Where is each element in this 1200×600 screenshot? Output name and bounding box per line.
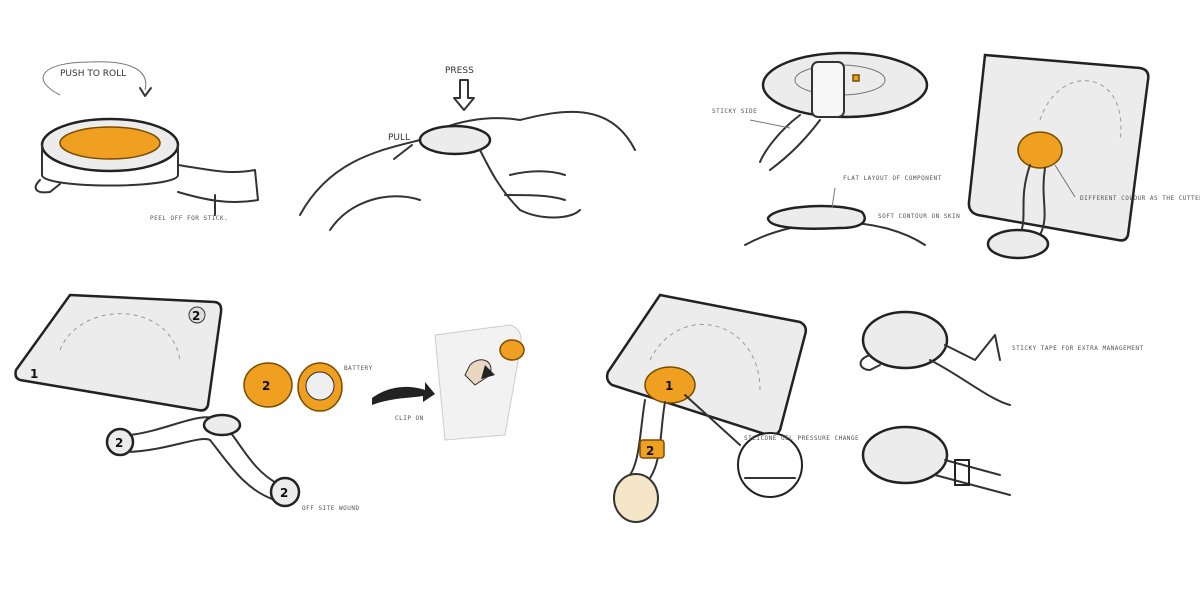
marker-two: 2 xyxy=(115,436,123,450)
peel-off-label: PEEL OFF FOR STICK. xyxy=(150,215,228,222)
pad-applied-sketch: 1 2 SILICONE GEL PRESSURE CHANGE xyxy=(605,293,859,523)
arrow-icon xyxy=(481,355,505,379)
clip-on-sketch xyxy=(434,324,525,441)
marker-two: 2 xyxy=(262,379,270,393)
soft-contour-sketch: FLAT LAYOUT OF COMPONENT SOFT CONTOUR ON… xyxy=(744,175,960,246)
marker-one: 1 xyxy=(665,379,673,393)
press-label: PRESS xyxy=(445,66,474,76)
strap-wound-sketch: 2 2 OFF SITE WOUND xyxy=(105,413,360,512)
pad-numbered-sketch: 1 2 xyxy=(14,293,223,412)
clip-on-label: CLIP ON xyxy=(395,415,424,422)
battery-module-sketch: 2 BATTERY xyxy=(243,362,435,412)
disc-tape-sketch: STICKY TAPE FOR EXTRA MANAGEMENT xyxy=(859,310,1144,496)
pull-label: PULL xyxy=(388,133,410,143)
marker-two: 2 xyxy=(646,444,654,458)
sticky-side-sketch: STICKY SIDE xyxy=(712,51,929,171)
different-color-label: DIFFERENT COLOUR AS THE CUTTED PART xyxy=(1080,195,1200,202)
down-arrow-icon xyxy=(453,79,475,111)
roll-dressing-sketch: PUSH TO ROLL PEEL OFF FOR STICK. xyxy=(34,61,259,222)
push-to-roll-label: PUSH TO ROLL xyxy=(60,69,126,79)
marker-two: 2 xyxy=(192,309,200,323)
soft-contour-label: SOFT CONTOUR ON SKIN xyxy=(878,213,960,220)
battery-label: BATTERY xyxy=(344,365,373,372)
detail-callout xyxy=(737,432,803,498)
arrow-icon xyxy=(372,382,435,405)
marker-one: 1 xyxy=(30,367,38,381)
marker-two: 2 xyxy=(280,486,288,500)
sticky-side-label: STICKY SIDE xyxy=(712,108,757,115)
hands-press-sketch: PRESS PULL xyxy=(299,66,636,231)
silicone-gel-label: SILICONE GEL PRESSURE CHANGE xyxy=(744,435,859,442)
off-site-wound-label: OFF SITE WOUND xyxy=(302,505,360,512)
sticky-tape-label: STICKY TAPE FOR EXTRA MANAGEMENT xyxy=(1012,345,1144,352)
flat-layout-label: FLAT LAYOUT OF COMPONENT xyxy=(843,175,942,182)
pad-orange-tab-sketch: DIFFERENT COLOUR AS THE CUTTED PART xyxy=(967,53,1200,260)
